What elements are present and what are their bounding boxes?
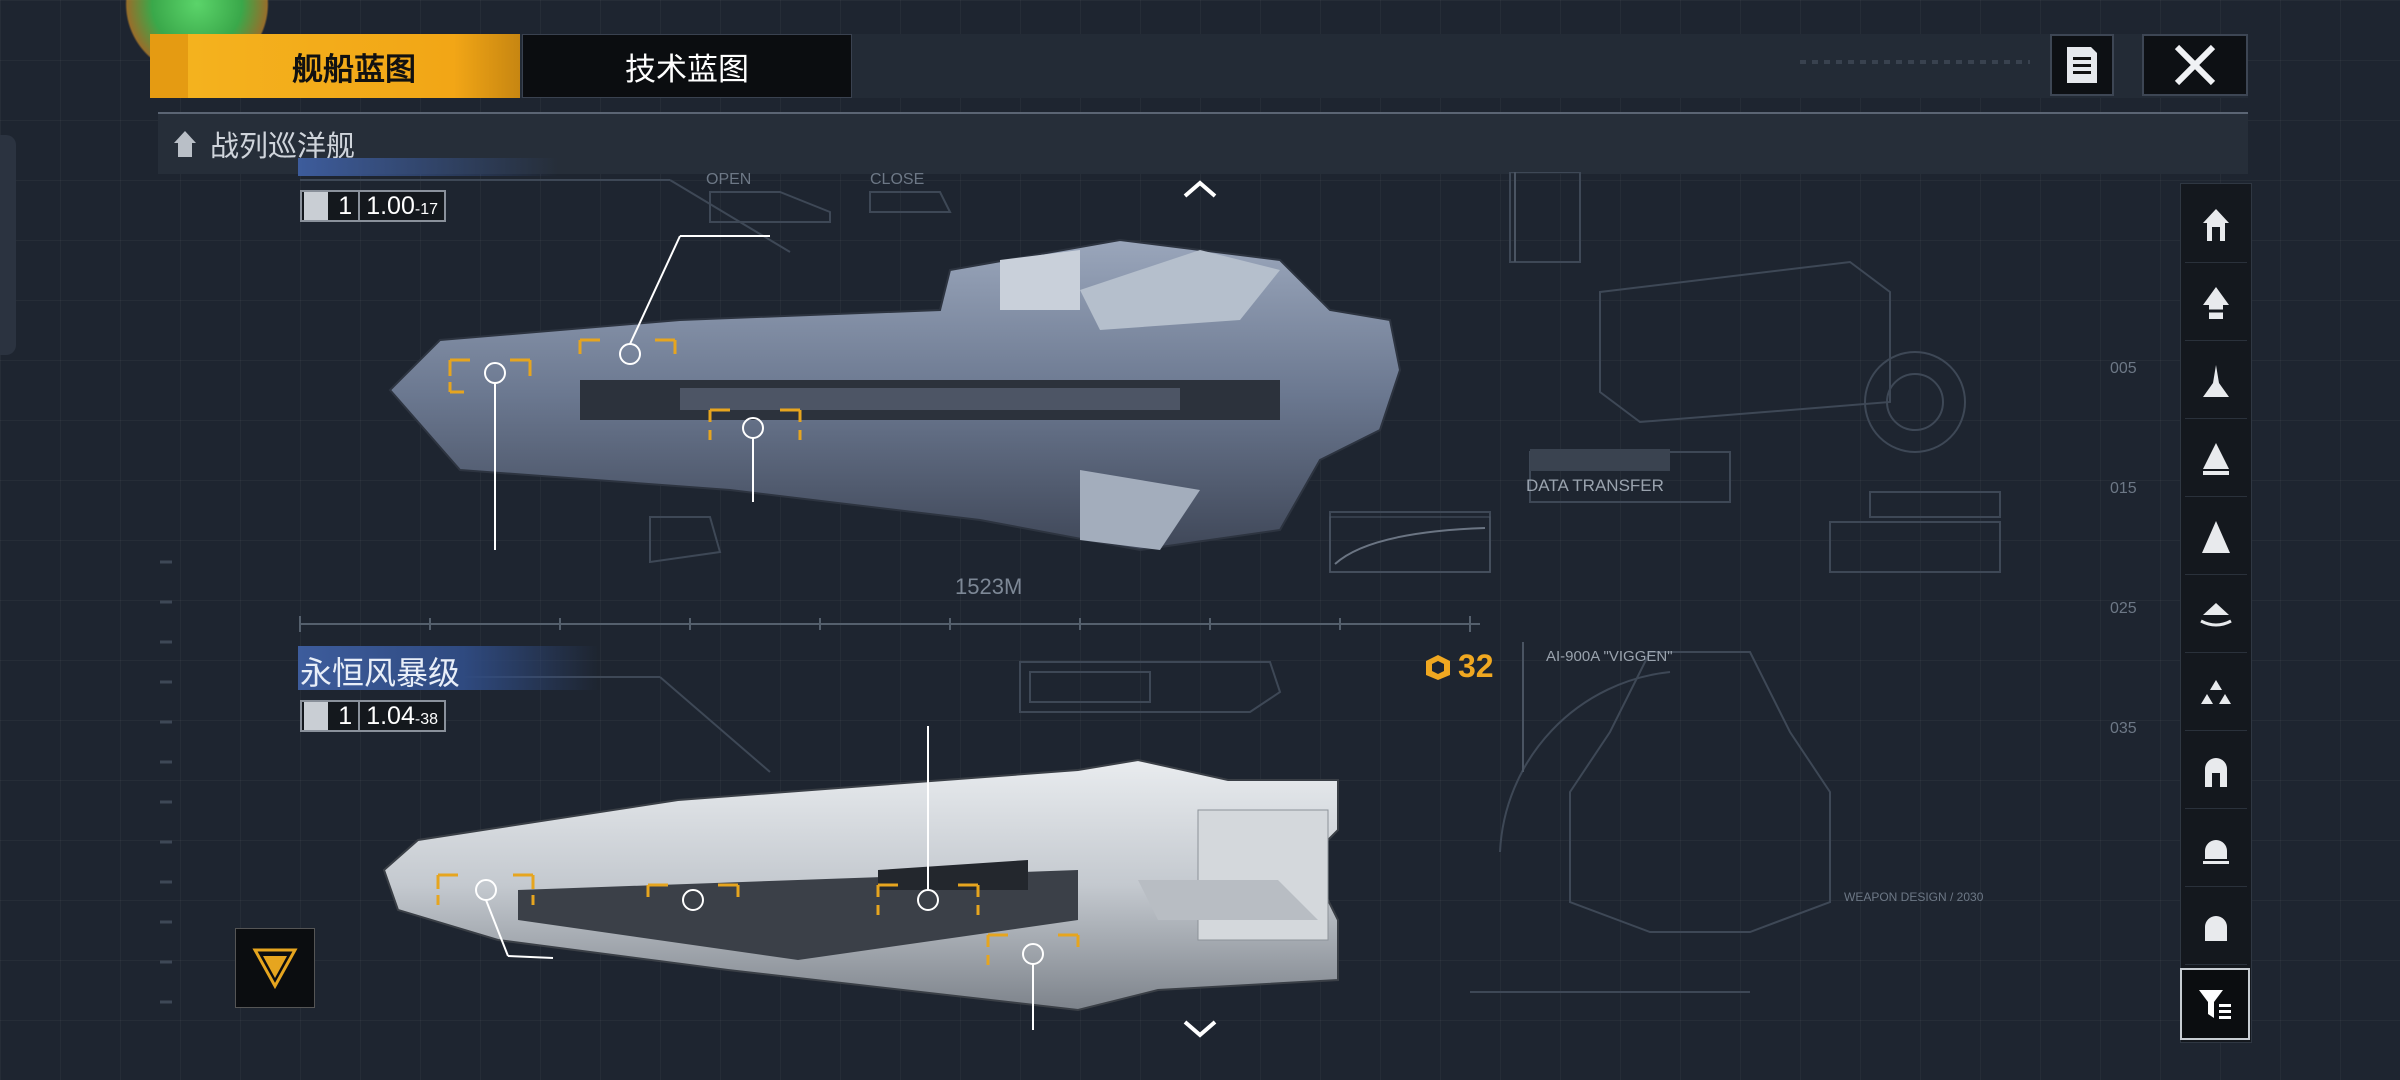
- header-deco: [1800, 60, 2030, 64]
- ship-eternal-storm-image[interactable]: [378, 720, 1398, 1030]
- ship-spec-badge: 1 1.00-17: [300, 190, 446, 222]
- document-button[interactable]: [2050, 34, 2114, 96]
- close-icon: [2174, 44, 2216, 86]
- ship-name-band: [298, 158, 558, 176]
- filter-hull[interactable]: [2185, 890, 2247, 965]
- category-header: 战列巡洋舰: [158, 112, 2248, 174]
- scale-number: 005: [2110, 360, 2137, 377]
- ship-version: 1.04-38: [366, 701, 438, 730]
- weapon-design-label: WEAPON DESIGN / 2030: [1844, 890, 1984, 904]
- filter-battlecruiser[interactable]: [2185, 422, 2247, 497]
- blueprint-close-label: CLOSE: [870, 171, 925, 188]
- cost-value: 32: [1458, 648, 1494, 684]
- ship-battlecruiser-image[interactable]: [380, 230, 1420, 560]
- scale-number: 035: [2110, 720, 2137, 737]
- filter-icon: [2199, 990, 2231, 1019]
- fleet-mode-button[interactable]: [235, 928, 315, 1008]
- filter-station-icon: [2205, 758, 2227, 787]
- filter-carrier-icon: [2202, 521, 2230, 553]
- tab-ship-blueprint[interactable]: 舰船蓝图: [188, 34, 520, 98]
- category-label: 战列巡洋舰: [210, 131, 356, 163]
- cruiser-icon: [174, 131, 196, 157]
- scale-number: 025: [2110, 600, 2137, 617]
- filter-carrier[interactable]: [2185, 500, 2247, 575]
- filter-frigate-icon: [2203, 209, 2229, 241]
- filter-station[interactable]: [2185, 734, 2247, 809]
- filter-auxiliary[interactable]: [2185, 578, 2247, 653]
- ship-length-label: 1523M: [955, 574, 1023, 599]
- ship-spec-badge: 1 1.04-38: [300, 700, 446, 732]
- ship-cost: 32: [1424, 648, 1494, 685]
- filter-button[interactable]: [2180, 968, 2250, 1040]
- ship-type-filter-column: [2180, 183, 2252, 1043]
- filter-cruiser-icon: [2203, 365, 2229, 397]
- filter-auxiliary-icon: [2200, 603, 2232, 627]
- scroll-up-button[interactable]: [1178, 176, 1222, 202]
- crate-icon: [1426, 654, 1450, 680]
- scroll-down-button[interactable]: [1178, 1016, 1222, 1042]
- filter-destroyer-icon: [2203, 287, 2229, 319]
- scale-number: 015: [2110, 480, 2137, 497]
- tab-label: 舰船蓝图: [292, 51, 416, 87]
- document-icon: [2067, 47, 2097, 83]
- tab-label: 技术蓝图: [625, 51, 749, 87]
- fighter-icon: [304, 192, 329, 220]
- blueprint-open-label: OPEN: [706, 171, 752, 188]
- ship-tier: 1: [332, 191, 361, 221]
- chevron-triangle-icon: [252, 948, 298, 990]
- filter-dome[interactable]: [2185, 812, 2247, 887]
- avatar-text: 4389: [150, 0, 248, 4]
- tech-icon: [304, 702, 329, 730]
- filter-destroyer[interactable]: [2185, 266, 2247, 341]
- filter-cruiser[interactable]: [2185, 344, 2247, 419]
- filter-battlecruiser-icon: [2203, 443, 2229, 475]
- filter-fleet[interactable]: [2185, 656, 2247, 731]
- chevron-down-icon: [1183, 1020, 1217, 1038]
- ship-name[interactable]: 永恒风暴级: [300, 655, 461, 691]
- ship-name-band: [298, 646, 598, 690]
- filter-fleet-icon: [2201, 680, 2231, 704]
- ai-designation-label: AI-900A "VIGGEN": [1546, 648, 1673, 665]
- filter-hull-icon: [2205, 916, 2227, 941]
- side-drawer-handle[interactable]: [0, 135, 16, 355]
- ship-tier: 1: [332, 701, 361, 731]
- blueprint-background: [160, 172, 2001, 1004]
- filter-frigate[interactable]: [2185, 188, 2247, 263]
- close-button[interactable]: [2142, 34, 2248, 96]
- chevron-up-icon: [1183, 180, 1217, 198]
- accent-stripe: [150, 34, 188, 98]
- tab-tech-blueprint[interactable]: 技术蓝图: [522, 34, 852, 98]
- ship-version: 1.00-17: [366, 191, 438, 220]
- filter-dome-icon: [2203, 840, 2229, 864]
- data-transfer-label: DATA TRANSFER: [1526, 476, 1664, 495]
